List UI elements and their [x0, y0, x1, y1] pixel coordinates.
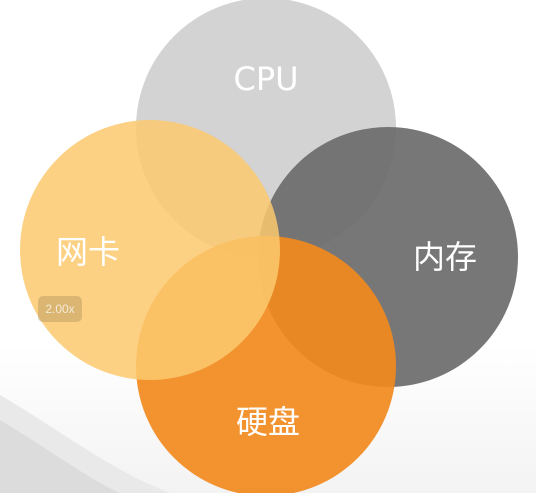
nic-circle: [20, 120, 280, 380]
memory-label: 内存: [413, 238, 477, 276]
cpu-label: CPU: [233, 60, 298, 98]
zoom-level-badge[interactable]: 2.00x: [38, 296, 82, 322]
disk-label: 硬盘: [236, 403, 300, 441]
nic-label: 网卡: [56, 233, 120, 271]
